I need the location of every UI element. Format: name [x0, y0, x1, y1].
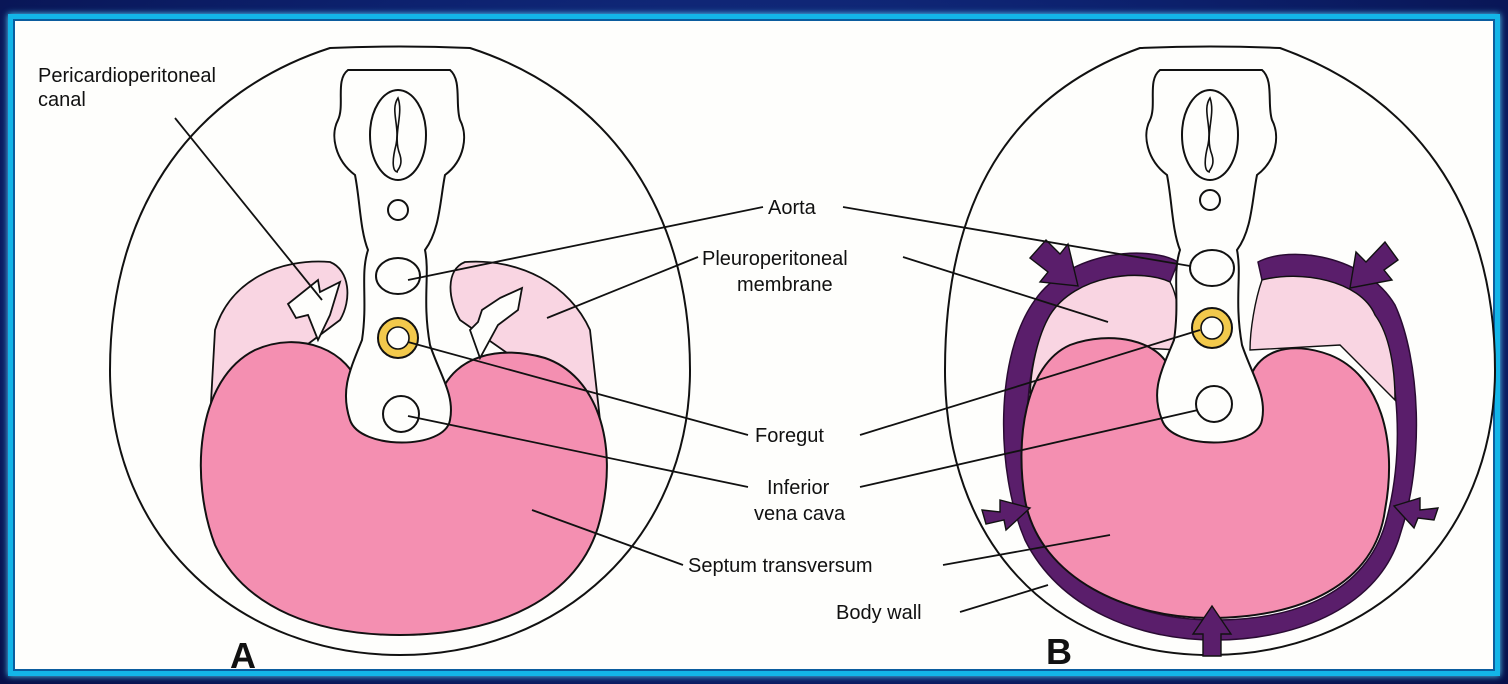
panel-b-inferior-vena-cava	[1196, 386, 1232, 422]
panel-a-notochord	[388, 200, 408, 220]
panel-b-foregut-lumen	[1201, 317, 1223, 339]
label-pericardioperitoneal-2: canal	[38, 89, 86, 111]
label-ivc-2: vena cava	[754, 503, 846, 525]
panel-b-notochord	[1200, 190, 1220, 210]
leader-body-wall	[960, 585, 1048, 612]
panel-b: B	[945, 47, 1495, 673]
panel-a-foregut-lumen	[387, 327, 409, 349]
panel-a-letter: A	[230, 635, 256, 676]
panel-a-aorta	[376, 258, 420, 294]
label-aorta: Aorta	[768, 197, 817, 219]
panel-b-aorta	[1190, 250, 1234, 286]
panel-a: A	[110, 47, 690, 677]
label-pleuroperitoneal-1: Pleuroperitoneal	[702, 248, 848, 270]
label-pleuroperitoneal-2: membrane	[737, 274, 833, 296]
panel-a-inferior-vena-cava	[383, 396, 419, 432]
label-septum-transversum: Septum transversum	[688, 555, 873, 577]
label-body-wall: Body wall	[836, 602, 922, 624]
label-pericardioperitoneal-1: Pericardioperitoneal	[38, 65, 216, 87]
label-foregut: Foregut	[755, 425, 824, 447]
panel-b-letter: B	[1046, 631, 1072, 672]
label-ivc-1: Inferior	[767, 477, 830, 499]
